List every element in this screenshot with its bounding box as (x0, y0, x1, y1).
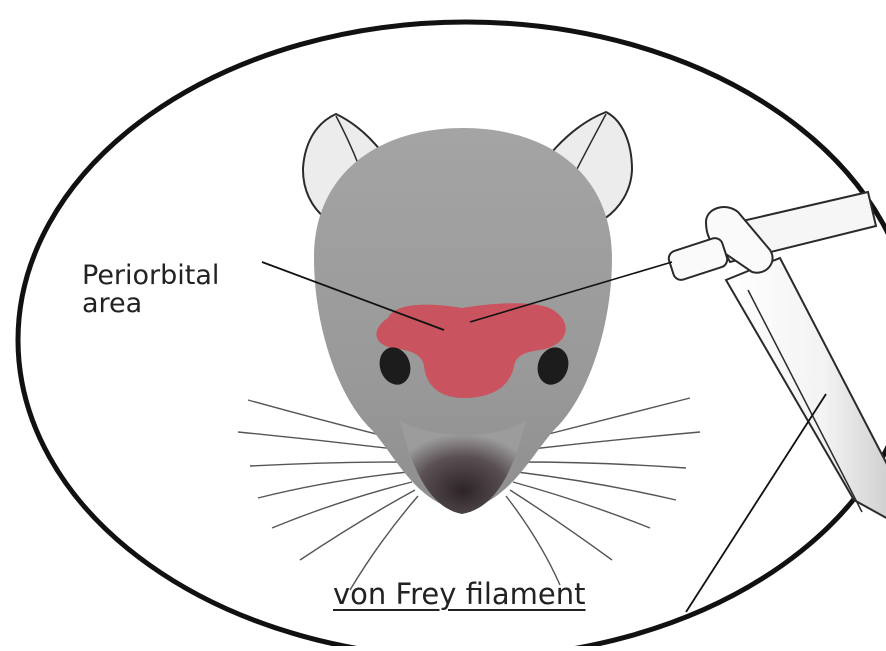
periorbital-area-label: Periorbital area (82, 262, 219, 318)
periorbital-label-line2: area (82, 290, 219, 318)
von-frey-filament-label: von Frey filament (333, 578, 586, 610)
periorbital-label-line1: Periorbital (82, 262, 219, 290)
